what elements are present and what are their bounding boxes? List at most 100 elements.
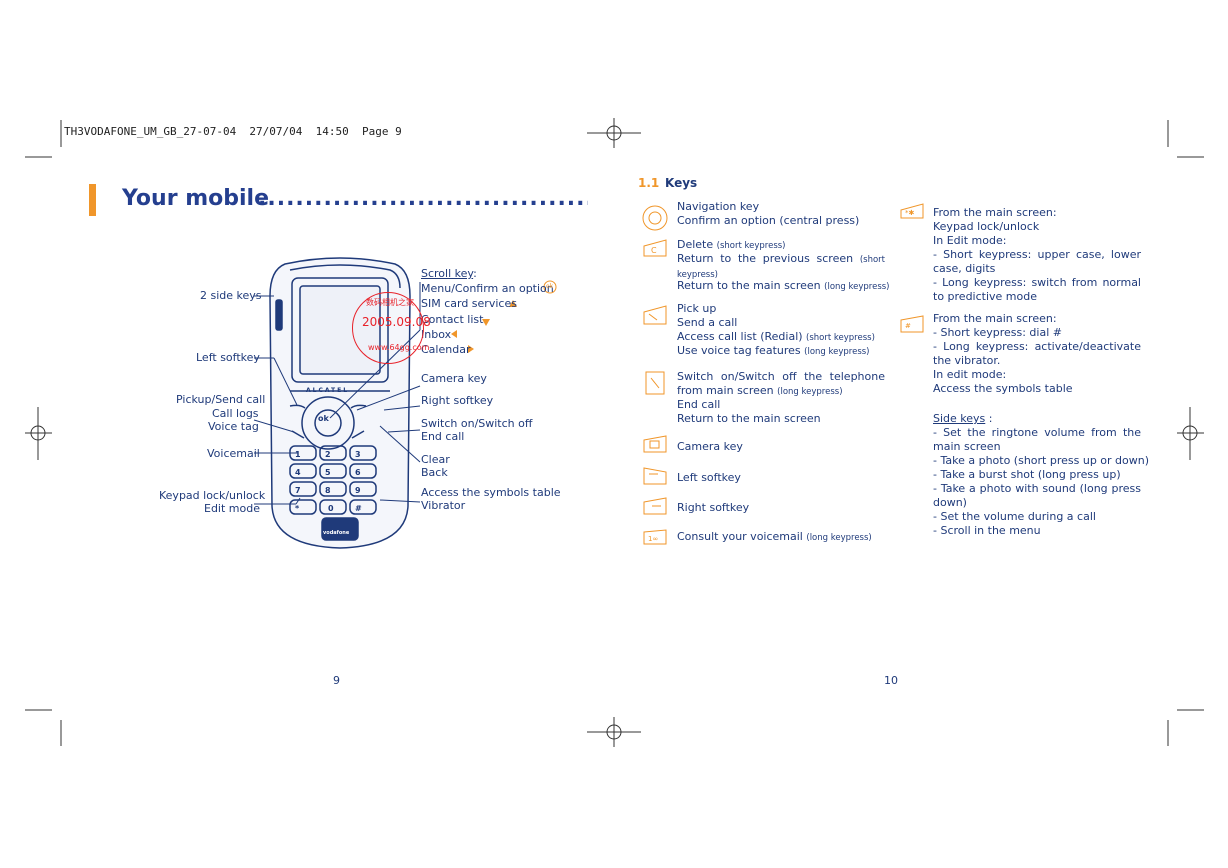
section-number: 1.1 — [638, 176, 660, 190]
label-side-keys: 2 side keys — [200, 289, 262, 302]
end-key-icon — [645, 371, 665, 395]
left-arrow-icon — [451, 330, 457, 338]
right-softkey-text: Right softkey — [677, 501, 750, 514]
label-menu-confirm: Menu/Confirm an option — [421, 282, 554, 295]
label-contact-list: Contact list — [421, 313, 484, 326]
svg-text:9: 9 — [355, 486, 361, 495]
voicemail-text: Consult your voicemail — [677, 530, 803, 543]
clear-key-icon: C — [643, 239, 667, 257]
side-line2: - Take a photo (short press up or down) — [933, 454, 1150, 467]
label-voicemail: Voicemail — [207, 447, 260, 460]
left-softkey-icon — [643, 467, 667, 485]
star-line4: - Short keypress: upper case, lower case… — [933, 248, 1141, 275]
svg-text:1∞: 1∞ — [648, 535, 658, 543]
side-keys-title: Side keys — [933, 412, 986, 425]
key-icons-col1: C 1∞ — [642, 205, 668, 545]
right-softkey-icon — [643, 497, 667, 515]
nav-line2: Confirm an option (central press) — [677, 214, 860, 227]
svg-text:0: 0 — [328, 504, 334, 513]
watermark-line2: 2005.09.08 — [362, 315, 431, 329]
side-line5: - Set the volume during a call — [933, 510, 1096, 523]
ok-icon: ok — [318, 414, 329, 423]
right-arrow-icon — [468, 345, 474, 353]
page-number-left: 9 — [333, 674, 340, 687]
label-left-softkey: Left softkey — [196, 351, 260, 364]
sw-line1: Switch on/Switch off the telephone from … — [677, 370, 885, 397]
label-edit-mode: Edit mode — [204, 502, 260, 515]
hash-line1: From the main screen: — [933, 312, 1057, 325]
svg-text:*: * — [295, 504, 300, 513]
key-icons-col2: *✱ # — [900, 203, 924, 333]
pick-line2: Send a call — [677, 316, 738, 329]
page-number-right: 10 — [884, 674, 898, 687]
up-arrow-icon — [509, 300, 517, 307]
hash-line2: - Short keypress: dial # — [933, 326, 1062, 339]
svg-text:7: 7 — [295, 486, 301, 495]
voicemail-key-icon: 1∞ — [643, 529, 667, 545]
sw-line2: End call — [677, 398, 721, 411]
label-camera-key: Camera key — [421, 372, 487, 385]
svg-text:2: 2 — [325, 450, 331, 459]
label-switch-on-off: Switch on/Switch off — [421, 417, 533, 430]
label-keypad-lock: Keypad lock/unlock — [159, 489, 266, 502]
star-key-icon: *✱ — [900, 203, 924, 219]
camera-key-text: Camera key — [677, 440, 743, 453]
svg-text:#: # — [355, 504, 362, 513]
del-line2: Return to the previous screen — [677, 252, 854, 265]
hash-line3: - Long keypress: activate/deactivate the… — [933, 340, 1141, 367]
title-bar — [89, 184, 96, 216]
camera-key-icon — [643, 435, 667, 453]
hash-line5: Access the symbols table — [933, 382, 1073, 395]
svg-text:1: 1 — [295, 450, 301, 459]
star-line3: In Edit mode: — [933, 234, 1007, 247]
phone-brand-top: ALCATEL — [306, 387, 350, 394]
phone-brand-bottom: vodafone — [323, 530, 350, 536]
hash-key-icon: # — [900, 315, 924, 333]
side-line1: - Set the ringtone volume from the main … — [933, 426, 1141, 453]
svg-text:*✱: *✱ — [905, 209, 915, 217]
side-line6: - Scroll in the menu — [933, 524, 1041, 537]
label-vibrator: Vibrator — [421, 499, 466, 512]
label-right-softkey: Right softkey — [421, 394, 494, 407]
nav-line1: Navigation key — [677, 200, 760, 213]
section-title: Keys — [665, 176, 698, 190]
svg-text:6: 6 — [355, 468, 361, 477]
pick-line3: Access call list (Redial) — [677, 330, 803, 343]
navigation-key-icon — [642, 205, 668, 231]
star-line2: Keypad lock/unlock — [933, 220, 1040, 233]
left-softkey-text: Left softkey — [677, 471, 741, 484]
label-sim-card: SIM card services — [421, 297, 517, 310]
title-leader-dots: ........................................… — [258, 186, 588, 211]
svg-text:4: 4 — [295, 468, 301, 477]
side-line3: - Take a burst shot (long press up) — [933, 468, 1121, 481]
label-inbox: Inbox — [421, 328, 452, 341]
watermark-line1: 数码相机之家 — [366, 298, 414, 307]
star-line1: From the main screen: — [933, 206, 1057, 219]
label-back: Back — [421, 466, 448, 479]
ok-badge-icon: ok — [546, 283, 554, 290]
label-symbols: Access the symbols table — [421, 486, 561, 499]
page-title: Your mobile — [122, 186, 269, 211]
del-line3: Return to the main screen — [677, 279, 821, 292]
svg-text:8: 8 — [325, 486, 331, 495]
pick-line1: Pick up — [677, 302, 717, 315]
label-scroll-key: Scroll key — [421, 267, 474, 280]
side-line4: - Take a photo with sound (long press do… — [933, 482, 1141, 509]
star-line5: - Long keypress: switch from normal to p… — [933, 276, 1141, 303]
label-call-logs: Call logs — [212, 407, 259, 420]
down-arrow-icon — [482, 319, 490, 326]
svg-text:#: # — [905, 322, 911, 330]
label-clear: Clear — [421, 453, 450, 466]
svg-text:3: 3 — [355, 450, 361, 459]
watermark-stamp — [352, 292, 424, 364]
svg-text:C: C — [651, 246, 657, 255]
hash-line4: In edit mode: — [933, 368, 1007, 381]
sw-line3: Return to the main screen — [677, 412, 821, 425]
watermark-line3: www.64gg.com — [368, 343, 430, 352]
label-pickup: Pickup/Send call — [176, 393, 266, 406]
label-voice-tag: Voice tag — [208, 420, 259, 433]
pickup-key-icon — [643, 305, 667, 325]
svg-text:5: 5 — [325, 468, 331, 477]
